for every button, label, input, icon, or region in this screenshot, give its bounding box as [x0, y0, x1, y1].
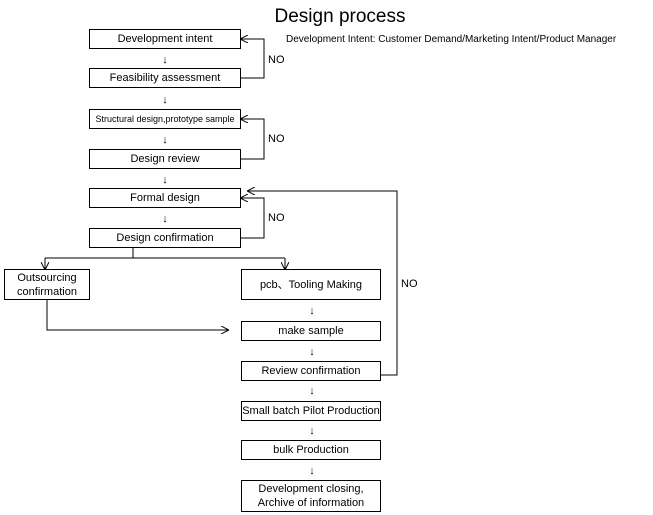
outsourcing-to-sample-line: [46, 300, 228, 330]
loop-line-review-to-structural: [241, 119, 265, 160]
step-bulk-production[interactable]: bulk Production: [241, 440, 381, 460]
step-formal-design[interactable]: Formal design: [89, 188, 241, 208]
loop-line-review-confirm-to-formal: [248, 191, 398, 376]
step-design-confirmation[interactable]: Design confirmation: [89, 228, 241, 248]
down-arrow-1: ↓: [162, 54, 168, 66]
step-development-closing[interactable]: Development closing, Archive of informat…: [241, 480, 381, 512]
page-title: Design process: [274, 6, 406, 27]
step-development-intent[interactable]: Development intent: [89, 29, 241, 49]
loop-label-no-2: NO: [268, 133, 285, 145]
page-subtitle: Development Intent: Customer Demand/Mark…: [286, 34, 617, 45]
loop-label-no-4: NO: [401, 278, 418, 290]
step-design-review[interactable]: Design review: [89, 149, 241, 169]
down-arrow-3: ↓: [162, 134, 168, 146]
step-pilot-production[interactable]: Small batch Pilot Production: [241, 401, 381, 421]
down-arrow-9: ↓: [309, 425, 315, 437]
step-review-confirmation[interactable]: Review confirmation: [241, 361, 381, 381]
step-outsourcing-confirmation[interactable]: Outsourcing confirmation: [4, 269, 90, 300]
step-make-sample[interactable]: make sample: [241, 321, 381, 341]
loop-label-no-1: NO: [268, 54, 285, 66]
loop-line-confirmation-to-formal: [241, 198, 265, 239]
down-arrow-8: ↓: [309, 385, 315, 397]
down-arrow-2: ↓: [162, 94, 168, 106]
down-arrow-6: ↓: [309, 305, 315, 317]
step-structural-design[interactable]: Structural design,prototype sample: [89, 109, 241, 129]
down-arrow-10: ↓: [309, 465, 315, 477]
down-arrow-4: ↓: [162, 174, 168, 186]
step-pcb-tooling[interactable]: pcb、Tooling Making: [241, 269, 381, 300]
down-arrow-5: ↓: [162, 213, 168, 225]
down-arrow-7: ↓: [309, 346, 315, 358]
loop-label-no-3: NO: [268, 212, 285, 224]
step-feasibility-assessment[interactable]: Feasibility assessment: [89, 68, 241, 88]
loop-line-feasibility-to-intent: [241, 39, 265, 79]
